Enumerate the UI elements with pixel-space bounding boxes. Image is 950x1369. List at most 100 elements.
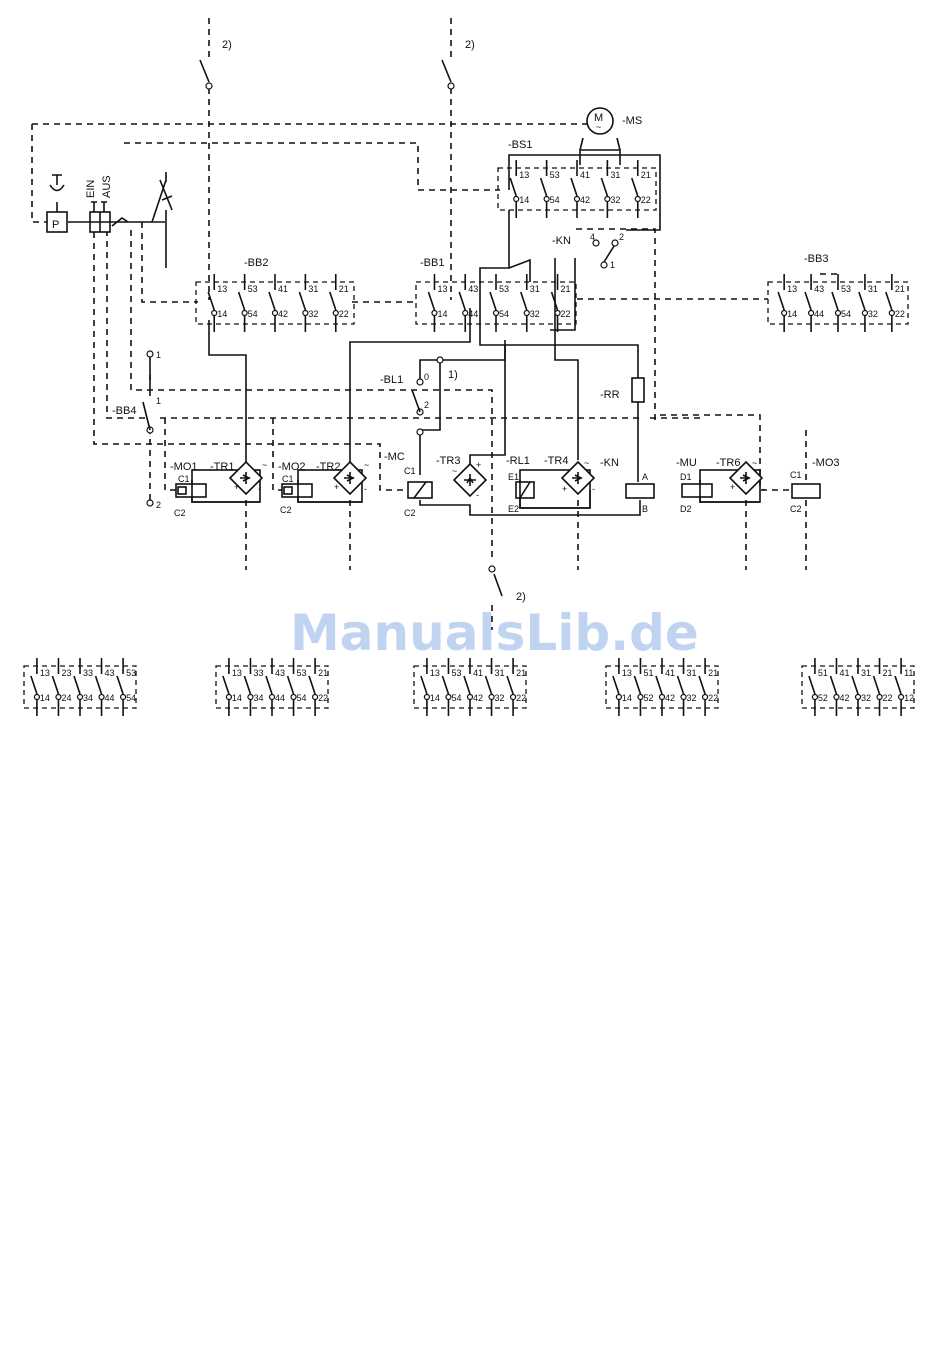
contact-number-bottom: 52 <box>818 693 828 703</box>
contact-number-bottom: 22 <box>708 693 718 703</box>
mc-label: -MC <box>384 451 405 463</box>
contact-number-bottom: 44 <box>814 309 824 319</box>
contact-blade <box>30 675 38 695</box>
mu-d1: D1 <box>680 472 692 482</box>
contact-number-top: 11 <box>904 668 913 678</box>
contact-blade <box>116 675 124 695</box>
contact-number-top: 33 <box>253 668 263 678</box>
contact-pin <box>888 309 895 317</box>
contact-pin <box>854 693 862 701</box>
contact-pin <box>290 693 297 701</box>
contact-number-top: 51 <box>818 668 828 678</box>
contact-number-bottom: 54 <box>297 693 307 703</box>
contact-blade <box>207 291 215 311</box>
bottom-switch <box>488 565 503 597</box>
rectifier-tr6 <box>699 460 764 503</box>
contact-pin <box>833 693 840 701</box>
contact-blade <box>858 291 866 311</box>
contact-number-top: 21 <box>895 284 905 294</box>
tr1-plus: + <box>234 482 239 492</box>
contact-number-bottom: 14 <box>40 693 50 703</box>
contact-blade <box>829 675 838 695</box>
contact-number-bottom: 14 <box>787 309 797 319</box>
contact-number-top: 13 <box>437 284 447 294</box>
mo1-label: -MO1 <box>170 461 198 473</box>
contact-number-bottom: 32 <box>308 309 318 319</box>
contact-number-top: 13 <box>787 284 797 294</box>
contact-number-bottom: 32 <box>610 195 620 205</box>
contact-pin <box>225 693 233 701</box>
contact-number-top: 31 <box>868 284 878 294</box>
contact-pin <box>119 693 127 701</box>
contact-number-top: 53 <box>499 284 509 294</box>
contact-number-top: 23 <box>61 668 71 678</box>
contact-number-bottom: 42 <box>278 309 288 319</box>
mu-label: -MU <box>676 457 697 469</box>
contact-number-top: 21 <box>883 668 893 678</box>
contact-blade <box>633 675 642 695</box>
motor-ms: M ~ <box>586 107 614 135</box>
tr6-plus: + <box>730 482 735 492</box>
contact-number-bottom: 32 <box>530 309 540 319</box>
contact-pin <box>554 309 561 317</box>
contact-blade <box>222 675 230 695</box>
contact-number-top: 13 <box>232 668 242 678</box>
contact-blade <box>308 675 316 695</box>
contact-blade <box>489 291 497 311</box>
tr1-minus: - <box>258 484 261 494</box>
tr4-ac: ~ <box>584 458 589 468</box>
contact-pin <box>523 309 530 317</box>
ein-aus-switch: EIN AUS <box>85 172 173 268</box>
bb4-t2: 2 <box>156 500 161 510</box>
contact-number-top: 53 <box>550 170 560 180</box>
contact-number-bottom: 32 <box>861 693 871 703</box>
coil-mo1 <box>175 483 207 498</box>
tr4-label: -TR4 <box>544 455 568 467</box>
contact-pin <box>781 309 788 317</box>
bb1-label: -BB1 <box>420 257 444 269</box>
kn-label: -KN <box>600 457 619 469</box>
tr2-minus: - <box>364 484 367 494</box>
contact-number-bottom: 44 <box>468 309 478 319</box>
mo1-c2: C2 <box>174 508 186 518</box>
contact-number-top: 51 <box>643 668 653 678</box>
rr-label: -RR <box>600 389 620 401</box>
bl1-t2: 2 <box>424 400 429 410</box>
contact-pin <box>466 693 474 701</box>
contact-pin <box>637 693 644 701</box>
contact-pin <box>445 693 452 701</box>
dashed-wiring <box>31 18 838 630</box>
contact-number-top: 31 <box>530 284 540 294</box>
contact-number-bottom: 12 <box>904 693 914 703</box>
contact-number-top: 21 <box>641 170 651 180</box>
contact-number-top: 21 <box>708 668 718 678</box>
contact-number-top: 43 <box>105 668 115 678</box>
contact-pin <box>513 195 520 203</box>
contact-number-top: 41 <box>665 668 675 678</box>
contact-pin <box>658 693 666 701</box>
kn-label-top: -KN <box>552 235 571 247</box>
contact-blade <box>298 291 307 311</box>
contact-blade <box>655 675 663 695</box>
contact-number-bottom: 14 <box>622 693 632 703</box>
contact-number-bottom: 22 <box>516 693 526 703</box>
rl1-label: -RL1 <box>506 455 530 467</box>
contact-number-top: 13 <box>519 170 529 180</box>
rl1-e1: E1 <box>508 472 519 482</box>
contact-blade <box>243 675 252 695</box>
top-switch-1 <box>199 59 213 90</box>
contact-number-top: 21 <box>561 284 571 294</box>
bb4-t1: 1 <box>156 396 161 406</box>
contact-number-top: 31 <box>861 668 871 678</box>
contact-blade <box>804 291 812 311</box>
contact-blade <box>808 675 816 695</box>
contact-blade <box>484 675 493 695</box>
contact-blade <box>73 675 81 695</box>
contact-blade <box>520 291 528 311</box>
contact-number-bottom: 14 <box>217 309 227 319</box>
contact-number-top: 53 <box>841 284 851 294</box>
mo2-c2: C2 <box>280 505 292 515</box>
